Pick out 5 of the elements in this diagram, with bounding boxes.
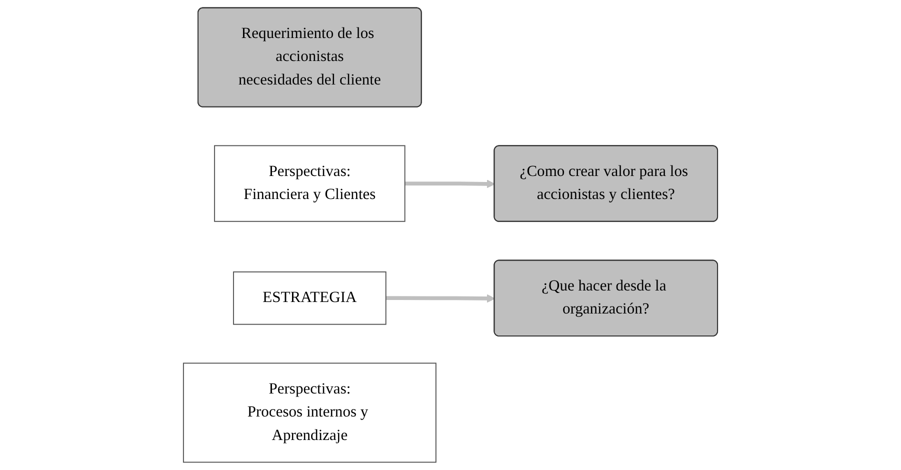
node-box: Perspectivas: Procesos internos y Aprendizaje	[182, 362, 436, 463]
arrow	[386, 294, 496, 303]
node-box: Perspectivas: Financiera y Clientes	[214, 145, 406, 222]
node-box: ESTRATEGIA	[233, 271, 386, 325]
arrow	[404, 180, 496, 188]
